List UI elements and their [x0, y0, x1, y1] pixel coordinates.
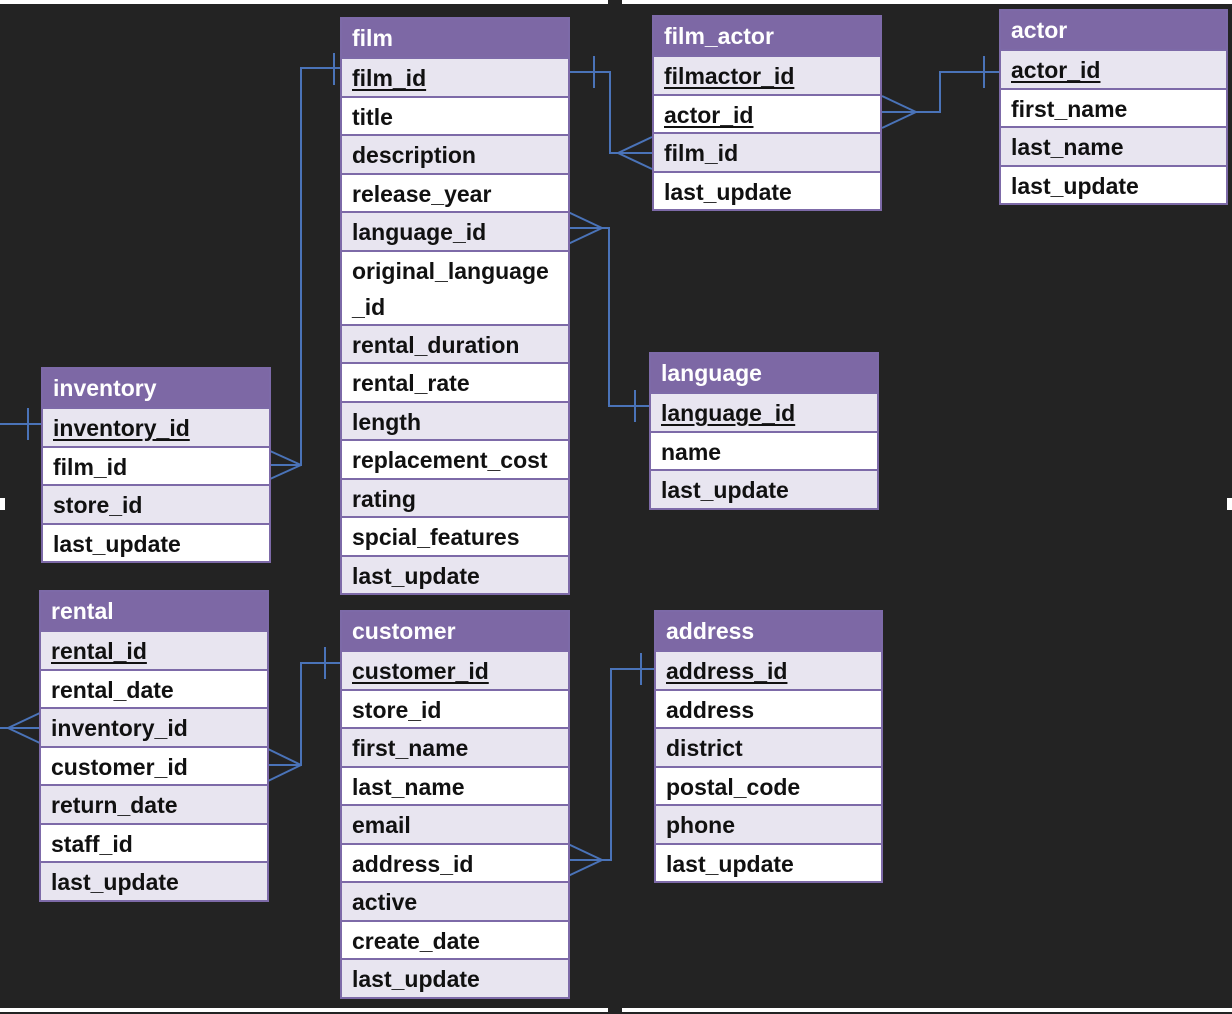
field[interactable]: original_language_id: [342, 249, 568, 324]
field[interactable]: replacement_cost: [342, 439, 568, 478]
field[interactable]: film_id: [654, 132, 880, 171]
field[interactable]: customer_id: [41, 745, 267, 785]
entity-actor[interactable]: actor actor_id first_name last_name last…: [999, 9, 1228, 205]
field[interactable]: create_date: [342, 919, 568, 959]
field[interactable]: rating: [342, 477, 568, 516]
field[interactable]: first_name: [1001, 87, 1226, 127]
field-pk[interactable]: address_id: [656, 650, 881, 689]
entity-film-actor[interactable]: film_actor filmactor_id actor_id film_id…: [652, 15, 882, 211]
rel-inventory-left: [0, 408, 42, 440]
field[interactable]: district: [656, 727, 881, 766]
rel-filmactor-actor: [881, 56, 1000, 129]
entity-title: rental: [41, 592, 267, 630]
field[interactable]: spcial_features: [342, 516, 568, 555]
entity-language[interactable]: language language_id name last_update: [649, 352, 879, 510]
rel-film-language: [567, 211, 651, 422]
field[interactable]: rental_duration: [342, 323, 568, 362]
field[interactable]: inventory_id: [41, 707, 267, 746]
entity-customer[interactable]: customer customer_id store_id first_name…: [340, 610, 570, 999]
field[interactable]: last_update: [41, 861, 267, 900]
field[interactable]: last_name: [342, 765, 568, 805]
frame-gap: [608, 0, 622, 6]
field[interactable]: last_update: [342, 554, 568, 593]
field[interactable]: last_update: [1001, 164, 1226, 204]
resize-handle-right[interactable]: [1227, 498, 1232, 510]
field[interactable]: return_date: [41, 784, 267, 823]
field[interactable]: last_update: [656, 842, 881, 882]
field[interactable]: active: [342, 881, 568, 920]
field[interactable]: last_name: [1001, 126, 1226, 165]
field[interactable]: last_update: [654, 170, 880, 210]
field[interactable]: email: [342, 804, 568, 843]
field[interactable]: store_id: [342, 688, 568, 728]
entity-title: film_actor: [654, 17, 880, 55]
field-pk[interactable]: language_id: [651, 392, 877, 431]
entity-title: language: [651, 354, 877, 392]
field-fk[interactable]: actor_id: [654, 93, 880, 133]
entity-title: customer: [342, 612, 568, 650]
field[interactable]: postal_code: [656, 765, 881, 805]
field[interactable]: address_id: [342, 842, 568, 882]
resize-handle-left[interactable]: [0, 498, 5, 510]
field[interactable]: phone: [656, 804, 881, 843]
entity-title: address: [656, 612, 881, 650]
entity-address[interactable]: address address_id address district post…: [654, 610, 883, 883]
field-pk[interactable]: inventory_id: [43, 407, 269, 446]
field-pk[interactable]: filmactor_id: [654, 55, 880, 94]
field[interactable]: first_name: [342, 727, 568, 766]
field[interactable]: release_year: [342, 172, 568, 212]
field[interactable]: store_id: [43, 484, 269, 523]
frame-gap: [608, 1006, 622, 1012]
rel-customer-address: [567, 653, 655, 877]
field-pk[interactable]: film_id: [342, 57, 568, 96]
field[interactable]: name: [651, 430, 877, 470]
entity-title: film: [342, 19, 568, 57]
field-pk[interactable]: rental_id: [41, 630, 267, 669]
entity-rental[interactable]: rental rental_id rental_date inventory_i…: [39, 590, 269, 902]
field[interactable]: length: [342, 400, 568, 439]
field[interactable]: rental_rate: [342, 362, 568, 401]
field[interactable]: film_id: [43, 445, 269, 485]
field[interactable]: staff_id: [41, 822, 267, 862]
field[interactable]: address: [656, 688, 881, 728]
entity-film[interactable]: film film_id title description release_y…: [340, 17, 570, 595]
entity-title: inventory: [43, 369, 269, 407]
field-pk[interactable]: actor_id: [1001, 49, 1226, 88]
field-pk[interactable]: customer_id: [342, 650, 568, 689]
rel-rental-left: [0, 711, 43, 745]
field[interactable]: language_id: [342, 211, 568, 250]
field[interactable]: title: [342, 95, 568, 135]
field[interactable]: last_update: [43, 522, 269, 562]
rel-rental-customer: [264, 647, 342, 782]
entity-title: actor: [1001, 11, 1226, 49]
field[interactable]: rental_date: [41, 668, 267, 708]
rel-inventory-film: [269, 53, 342, 480]
field[interactable]: description: [342, 134, 568, 173]
entity-inventory[interactable]: inventory inventory_id film_id store_id …: [41, 367, 271, 563]
field[interactable]: last_update: [342, 958, 568, 997]
field[interactable]: last_update: [651, 469, 877, 508]
rel-filmactor-film: [566, 56, 653, 170]
